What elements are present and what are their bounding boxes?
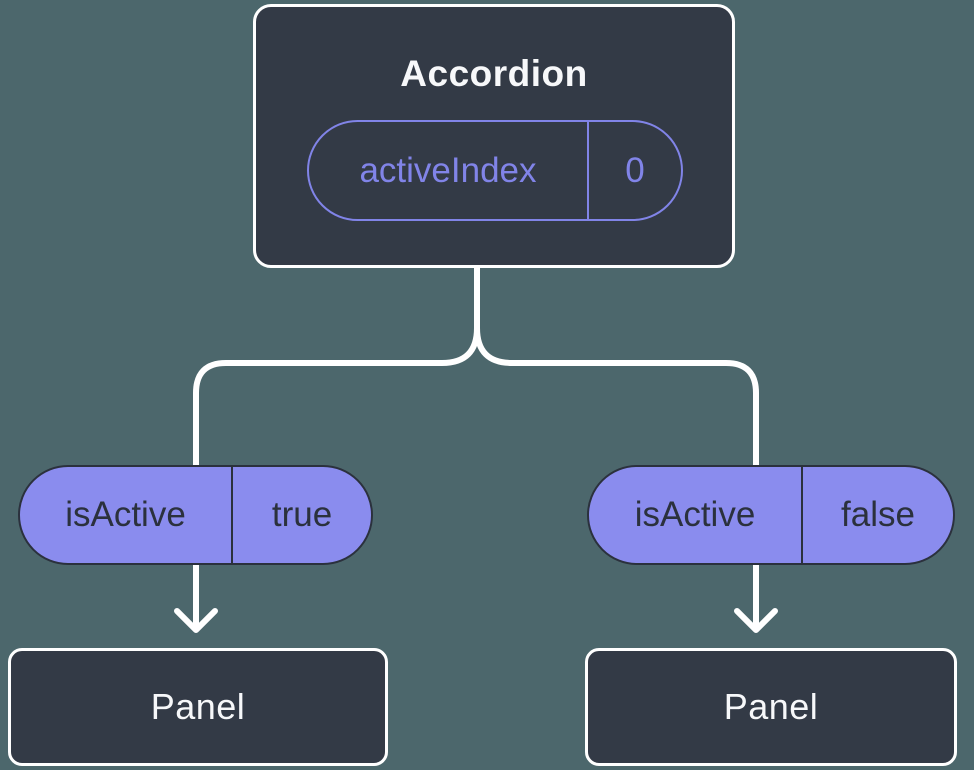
accordion-node-title: Accordion xyxy=(400,53,588,94)
prop-pill-name: isActive xyxy=(65,495,186,534)
connector-right-branch xyxy=(474,263,759,629)
prop-pill-value: false xyxy=(801,467,953,563)
state-pill-value: 0 xyxy=(587,122,681,219)
accordion-node: Accordion activeIndex 0 xyxy=(253,4,735,268)
state-pill-name: activeIndex xyxy=(359,150,537,190)
state-pill-activeindex: activeIndex 0 xyxy=(307,120,683,221)
connector-left-branch xyxy=(193,263,480,629)
prop-pill-isactive-false: isActive false xyxy=(587,465,955,565)
panel-node-left: Panel xyxy=(8,648,388,766)
prop-pill-value: true xyxy=(231,467,371,563)
prop-pill-isactive-true: isActive true xyxy=(18,465,373,565)
panel-node-right: Panel xyxy=(585,648,957,766)
arrowhead-right-icon xyxy=(734,608,778,633)
arrowhead-left-icon xyxy=(174,608,218,633)
prop-pill-name: isActive xyxy=(634,495,756,534)
